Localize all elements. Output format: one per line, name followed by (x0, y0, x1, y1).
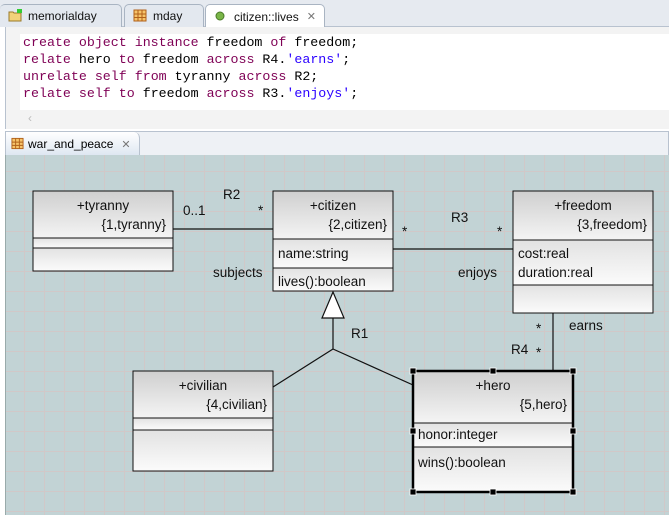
class-name: +freedom (554, 198, 611, 213)
tab-label: mday (153, 9, 183, 23)
code-token: ; (342, 52, 351, 67)
scroll-left-icon[interactable]: ‹ (28, 111, 32, 125)
code-token: relate (23, 86, 79, 101)
class-key: {4,civilian} (206, 397, 267, 412)
diagram-canvas[interactable]: +tyranny {1,tyranny} +citizen {2,citizen… (5, 155, 669, 515)
attribute: name:string (278, 246, 349, 261)
class-key: {3,freedom} (577, 217, 647, 232)
code-token: tyranny (174, 69, 239, 84)
r2-mult-citizen: * (258, 203, 264, 218)
class-tyranny[interactable]: +tyranny {1,tyranny} (32, 190, 174, 272)
code-token: hero (78, 52, 119, 67)
attribute: duration:real (518, 265, 593, 280)
r1-hero-line[interactable] (332, 348, 414, 386)
code-token: self (94, 69, 135, 84)
code-token: across (206, 52, 263, 67)
attribute: honor:integer (418, 427, 498, 442)
generalization-triangle-icon (321, 290, 345, 319)
r2-phrase: subjects (213, 265, 263, 280)
tab-citizen-lives[interactable]: citizen::lives ✕ (205, 4, 325, 28)
class-civilian[interactable]: +civilian {4,civilian} (132, 370, 274, 472)
r4-label: R4 (511, 342, 529, 357)
class-name: +citizen (310, 198, 356, 213)
code-token: relate (23, 52, 79, 67)
class-name: +civilian (179, 378, 227, 393)
editor-tab-bar: memorialday mday citizen::lives ✕ (0, 0, 669, 28)
code-token: 'enjoys' (286, 86, 351, 101)
code-token: self (78, 86, 119, 101)
tab-label: citizen::lives (234, 9, 299, 24)
code-token: to (118, 52, 143, 67)
code-token: freedom (206, 35, 271, 50)
tab-label: memorialday (28, 9, 97, 23)
code-token: 'earns' (286, 52, 343, 67)
code-token: across (238, 69, 295, 84)
operation: lives():boolean (278, 274, 366, 289)
code-token: of (270, 35, 295, 50)
r3-phrase: enjoys (458, 265, 497, 280)
association-lines (173, 228, 554, 388)
code-token: across (206, 86, 263, 101)
r4-phrase: earns (569, 318, 603, 333)
code-token: freedom (142, 86, 207, 101)
code-line: relate self to freedom across R3.'enjoys… (23, 85, 669, 102)
operation: wins():boolean (417, 455, 506, 470)
code-token: freedom; (294, 35, 359, 50)
class-name: +tyranny (77, 198, 129, 213)
class-citizen[interactable]: +citizen {2,citizen} name:string lives()… (272, 190, 394, 292)
r4-mult-freedom: * (536, 321, 542, 336)
code-token: R2; (294, 69, 319, 84)
tab-mday[interactable]: mday (124, 4, 204, 27)
class-name: +hero (476, 378, 511, 393)
close-icon[interactable]: ✕ (121, 138, 131, 151)
tab-memorialday[interactable]: memorialday (0, 4, 122, 27)
r3-mult-freedom: * (497, 224, 503, 239)
class-hero[interactable]: +hero {5,hero} honor:integer wins():bool… (409, 367, 577, 496)
code-editor[interactable]: create object instance freedom of freedo… (5, 27, 669, 129)
class-key: {5,hero} (520, 397, 568, 412)
code-line: relate hero to freedom across R4.'earns'… (23, 51, 669, 68)
class-key: {2,citizen} (328, 217, 387, 232)
code-token: unrelate (23, 69, 95, 84)
code-token: from (134, 69, 175, 84)
tab-war-and-peace[interactable]: war_and_peace ✕ (6, 132, 140, 156)
code-token: object (78, 35, 135, 50)
class-freedom[interactable]: +freedom {3,freedom} cost:real duration:… (512, 190, 654, 314)
code-token: ; (350, 86, 359, 101)
class-key: {1,tyranny} (101, 217, 166, 232)
grid-icon (133, 9, 147, 22)
r1-civilian-line[interactable] (272, 348, 334, 388)
close-icon[interactable]: ✕ (306, 11, 316, 23)
code-line: create object instance freedom of freedo… (23, 34, 669, 51)
code-token: freedom (142, 52, 207, 67)
code-token: R4. (262, 52, 287, 67)
r1-label: R1 (351, 326, 368, 341)
green-dot-icon (215, 11, 225, 21)
code-token: R3. (262, 86, 287, 101)
code-token: instance (134, 35, 207, 50)
attribute: cost:real (518, 246, 569, 261)
code-token: create (23, 35, 79, 50)
tab-label: war_and_peace (28, 137, 114, 151)
folder-icon (8, 9, 22, 22)
r2-label: R2 (223, 187, 240, 202)
code-token: to (118, 86, 143, 101)
diagram-tab-bar: war_and_peace ✕ (5, 131, 669, 156)
selection-handles[interactable] (409, 367, 577, 496)
code-line: unrelate self from tyranny across R2; (23, 68, 669, 85)
r3-mult-citizen: * (402, 224, 408, 239)
r3-label: R3 (451, 210, 468, 225)
code-text[interactable]: create object instance freedom of freedo… (20, 34, 669, 110)
r2-mult-tyranny: 0..1 (183, 203, 206, 218)
r4-mult-hero: * (536, 345, 542, 360)
grid-icon (11, 137, 24, 150)
